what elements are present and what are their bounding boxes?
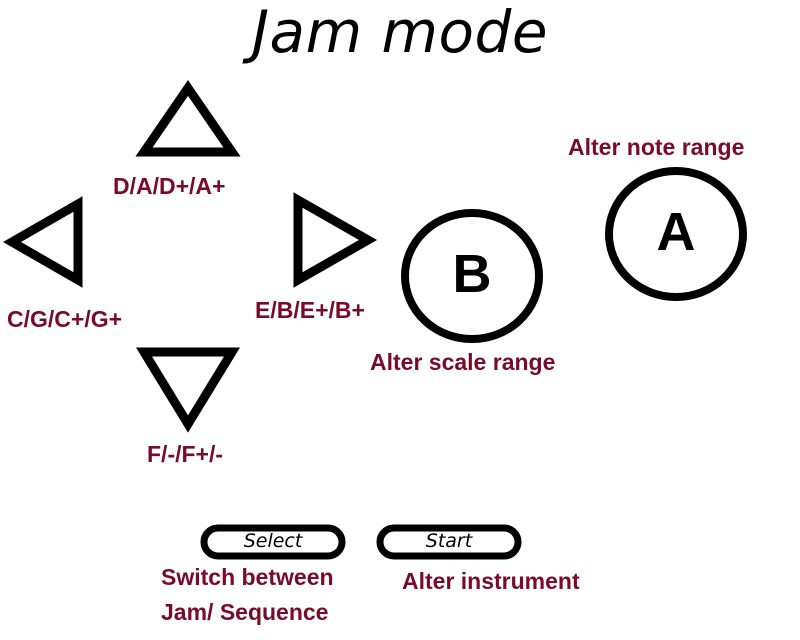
triangle-up-icon — [135, 80, 241, 157]
dpad-right-label: E/B/E+/B+ — [255, 297, 365, 323]
dpad-up-label: D/A/D+/A+ — [113, 173, 226, 199]
triangle-right-icon — [293, 192, 378, 288]
b-button-letter: B — [452, 244, 492, 304]
start-label: Alter instrument — [402, 568, 580, 594]
dpad-down-label: F/-/F+/- — [147, 441, 224, 467]
a-button-letter: A — [656, 202, 696, 262]
b-button-circle — [401, 209, 543, 343]
a-button-circle — [605, 167, 747, 301]
triangle-left-icon — [2, 196, 83, 288]
b-button-label: Alter scale range — [370, 349, 556, 375]
select-button-text: Select — [243, 530, 303, 552]
select-label-line1: Switch between — [161, 564, 334, 590]
select-button-pill — [200, 524, 346, 560]
select-label-line2: Jam/ Sequence — [161, 599, 329, 625]
triangle-down-icon — [135, 347, 241, 433]
start-button-text: Start — [425, 530, 473, 552]
dpad-left-label: C/G/C+/G+ — [7, 306, 123, 332]
start-button-pill — [376, 524, 522, 560]
page-title: Jam mode — [251, 0, 549, 66]
a-button-label: Alter note range — [568, 134, 745, 160]
